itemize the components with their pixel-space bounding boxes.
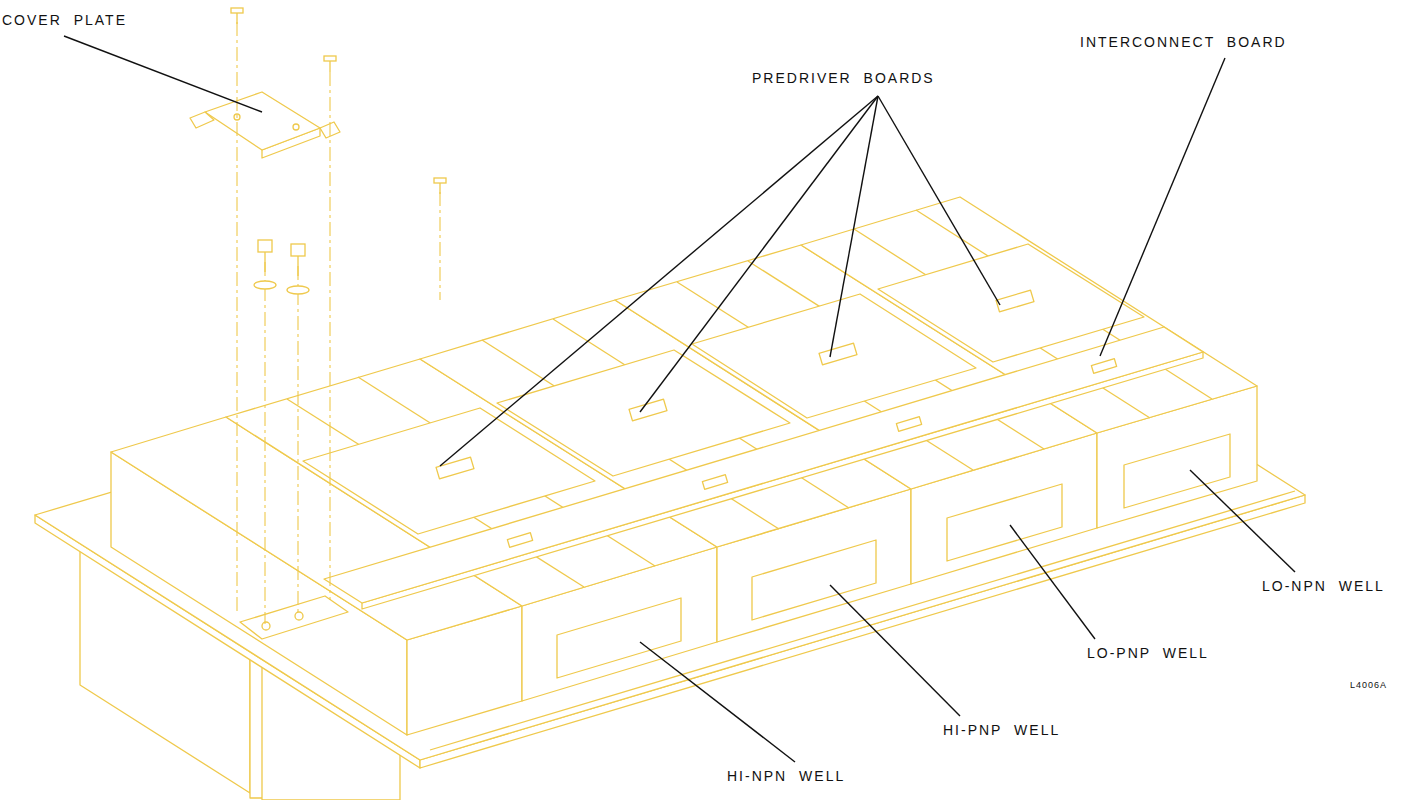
screw-head bbox=[324, 56, 336, 61]
well-recess bbox=[947, 484, 1062, 561]
leader-lines bbox=[64, 36, 1295, 762]
board-component bbox=[896, 417, 921, 432]
mounting-hole bbox=[293, 124, 299, 130]
leader-line bbox=[64, 36, 262, 112]
label-anchor: COVER PLATE bbox=[2, 12, 127, 29]
leader-line bbox=[1010, 525, 1095, 639]
washer bbox=[287, 286, 309, 294]
board-component bbox=[819, 343, 857, 365]
screw-axes bbox=[237, 22, 440, 624]
well-recess bbox=[752, 540, 876, 620]
leader-line bbox=[1100, 58, 1225, 356]
screw-head bbox=[231, 8, 243, 13]
mounting-pad bbox=[240, 596, 348, 639]
bolt-head bbox=[258, 240, 272, 252]
part-label: PREDRIVER BOARDS bbox=[752, 70, 935, 87]
well-recess bbox=[557, 598, 681, 678]
screw-shank bbox=[439, 183, 440, 194]
bolt-shank bbox=[297, 256, 298, 276]
leader-line bbox=[1190, 470, 1295, 572]
board-component bbox=[1091, 359, 1116, 374]
interconnect-board-edge bbox=[362, 352, 1203, 609]
bolt-shank bbox=[264, 252, 265, 272]
board-component bbox=[436, 457, 474, 479]
fasteners bbox=[231, 8, 446, 294]
label-anchor: PREDRIVER BOARDS bbox=[752, 70, 935, 87]
leader-line bbox=[878, 96, 1000, 305]
leader-line bbox=[440, 96, 878, 466]
cover-plate bbox=[205, 92, 320, 150]
bolt-head bbox=[291, 244, 305, 256]
interconnect-board bbox=[324, 327, 1203, 603]
label-anchor: LO-NPN WELL bbox=[1262, 578, 1385, 595]
board-component bbox=[702, 475, 727, 490]
leader-line bbox=[830, 96, 878, 357]
part-label: HI-PNP WELL bbox=[943, 722, 1060, 739]
mounting-hole bbox=[295, 612, 303, 620]
part-label: LO-NPN WELL bbox=[1262, 578, 1385, 595]
screw-head bbox=[434, 178, 446, 183]
figure-number: L4006A bbox=[1350, 680, 1387, 691]
leader-line bbox=[830, 585, 960, 716]
screw-shank bbox=[329, 61, 330, 72]
leader-line bbox=[640, 642, 795, 762]
label-anchor: L4006A bbox=[1350, 680, 1387, 691]
leader-line bbox=[640, 96, 878, 412]
part-label: LO-PNP WELL bbox=[1087, 645, 1209, 662]
label-anchor: INTERCONNECT BOARD bbox=[1080, 34, 1287, 51]
label-anchor: HI-NPN WELL bbox=[727, 768, 845, 785]
chassis-drawing bbox=[35, 92, 1305, 800]
cover-plate-tab bbox=[190, 112, 214, 128]
washer bbox=[254, 281, 276, 289]
label-anchor: LO-PNP WELL bbox=[1087, 645, 1209, 662]
part-label: HI-NPN WELL bbox=[727, 768, 845, 785]
board-component bbox=[996, 290, 1034, 312]
part-label: INTERCONNECT BOARD bbox=[1080, 34, 1287, 51]
screw-shank bbox=[236, 13, 237, 24]
well-recess bbox=[1124, 434, 1230, 508]
mounting-hole bbox=[262, 622, 270, 630]
board-component bbox=[507, 533, 532, 548]
label-anchor: HI-PNP WELL bbox=[943, 722, 1060, 739]
part-label: COVER PLATE bbox=[2, 12, 127, 29]
